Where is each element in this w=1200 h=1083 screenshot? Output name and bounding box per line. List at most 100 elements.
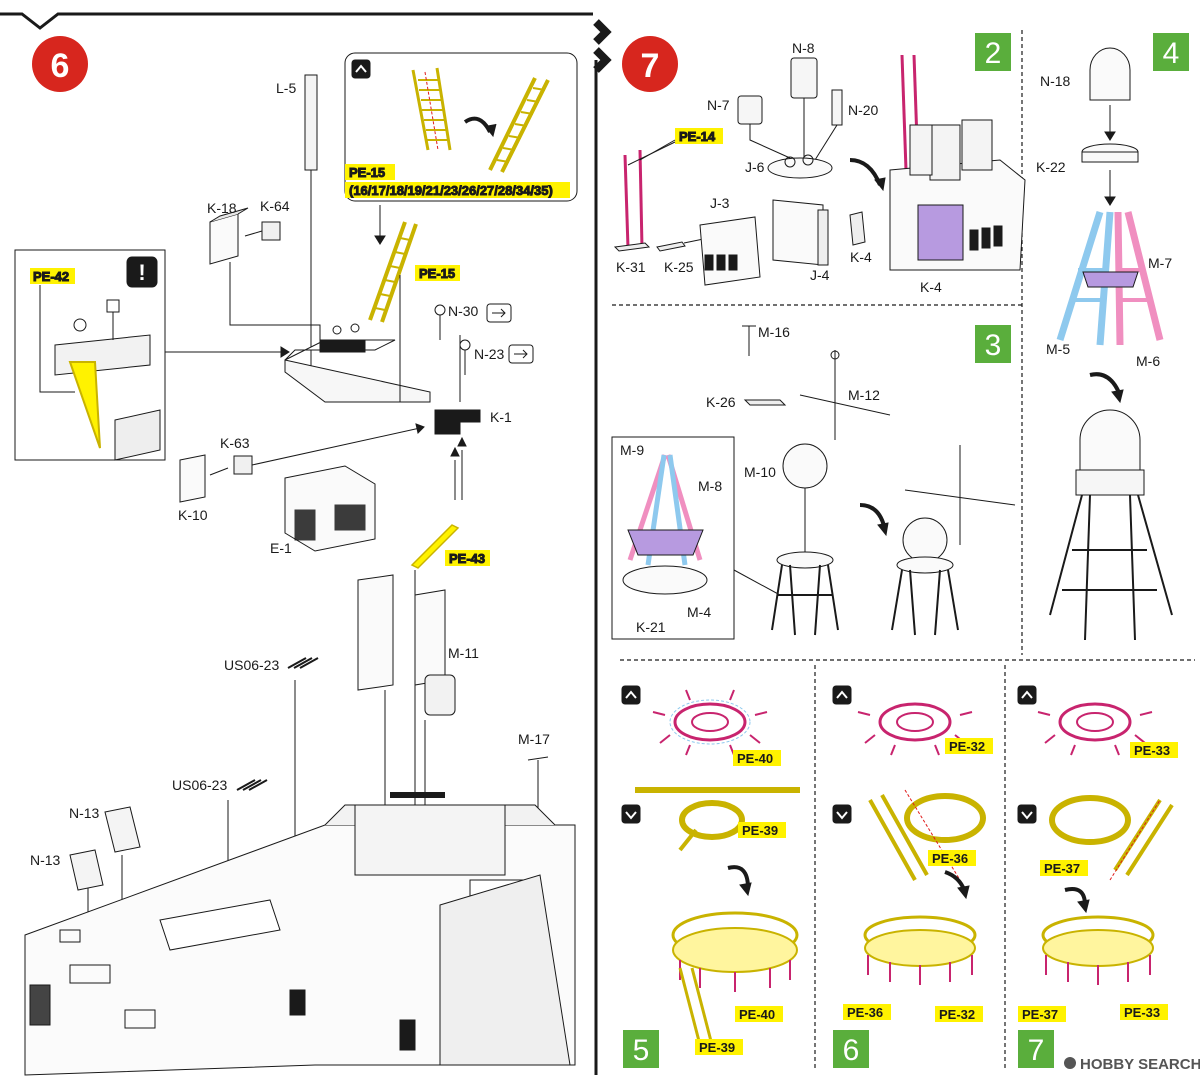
rotate-icon-n23 bbox=[508, 344, 534, 364]
svg-text:M-8: M-8 bbox=[698, 478, 722, 494]
substep-5-badge: 5 bbox=[623, 1030, 659, 1068]
svg-text:J-6: J-6 bbox=[745, 159, 765, 175]
substep-4-labels: N-18 K-22 M-7 M-5 M-6 bbox=[1036, 73, 1172, 369]
part-k22 bbox=[1081, 143, 1139, 163]
svg-text:J-3: J-3 bbox=[710, 195, 730, 211]
part-j3 bbox=[699, 216, 761, 286]
label-m11: M-11 bbox=[448, 645, 479, 661]
part-j4 bbox=[772, 199, 829, 266]
svg-text:PE-15: PE-15 bbox=[349, 165, 385, 180]
step-7-badge: 7 bbox=[622, 36, 678, 92]
substep-4-badge: 4 bbox=[1153, 33, 1189, 71]
svg-text:PE-36: PE-36 bbox=[847, 1005, 883, 1020]
svg-text:HOBBY SEARCH: HOBBY SEARCH bbox=[1080, 1056, 1200, 1073]
step-6-badge: 6 bbox=[32, 36, 88, 92]
substep-5-labels: PE-40 PE-39 PE-40 PE-39 bbox=[699, 750, 786, 1055]
substep-2-drawing: PE-14 bbox=[613, 54, 1026, 286]
part-n30 bbox=[434, 304, 446, 340]
svg-text:7: 7 bbox=[641, 47, 660, 85]
svg-text:PE-40: PE-40 bbox=[737, 751, 773, 766]
svg-text:PE-40: PE-40 bbox=[739, 1007, 775, 1022]
svg-text:M-12: M-12 bbox=[848, 387, 880, 403]
part-k26 bbox=[743, 399, 787, 406]
svg-text:M-7: M-7 bbox=[1148, 255, 1172, 271]
svg-text:J-4: J-4 bbox=[810, 267, 830, 283]
substep-3-labels: M-16 K-26 M-12 M-9 M-8 M-10 M-4 K-21 bbox=[620, 324, 880, 635]
substep-7-drawing bbox=[1017, 685, 1174, 985]
svg-text:PE-37: PE-37 bbox=[1022, 1007, 1058, 1022]
svg-text:PE-15: PE-15 bbox=[419, 266, 455, 281]
svg-text:PE-32: PE-32 bbox=[939, 1007, 975, 1022]
part-hull bbox=[24, 792, 576, 1076]
part-n20 bbox=[814, 89, 843, 161]
part-m10 bbox=[782, 443, 828, 555]
part-k10 bbox=[179, 454, 206, 503]
svg-text:(16/17/18/19/21/23/26/27/28/34: (16/17/18/19/21/23/26/27/28/34/35) bbox=[349, 183, 553, 198]
part-mast-assembled bbox=[1049, 409, 1173, 641]
svg-text:K-26: K-26 bbox=[706, 394, 736, 410]
part-n8 bbox=[790, 57, 818, 160]
step-6-drawing: PE-15 (16/17/18/19/21/23/26/27/28/34/35)… bbox=[14, 52, 578, 1076]
substep-7-labels: PE-33 PE-37 PE-37 PE-33 bbox=[1018, 742, 1178, 1022]
svg-text:PE-33: PE-33 bbox=[1134, 743, 1170, 758]
part-pe36-flat bbox=[868, 789, 986, 881]
part-k63 bbox=[233, 455, 253, 475]
label-k64: K-64 bbox=[260, 198, 290, 214]
svg-text:PE-43: PE-43 bbox=[449, 551, 485, 566]
svg-text:PE-14: PE-14 bbox=[679, 129, 716, 144]
svg-text:N-7: N-7 bbox=[707, 97, 730, 113]
svg-text:N-20: N-20 bbox=[848, 102, 879, 118]
part-k1-deck bbox=[284, 275, 481, 435]
pe15-callout-box: PE-15 (16/17/18/19/21/23/26/27/28/34/35) bbox=[344, 52, 578, 202]
svg-text:2: 2 bbox=[985, 37, 1002, 70]
pe42-callout-box: ! PE-42 bbox=[14, 249, 290, 461]
label-n13-a: N-13 bbox=[69, 805, 100, 821]
svg-text:K-22: K-22 bbox=[1036, 159, 1066, 175]
step-6-labels: L-5 K-18 K-64 N-30 N-23 K-1 K-63 K-10 E-… bbox=[30, 80, 550, 868]
label-e1: E-1 bbox=[270, 540, 292, 556]
part-l5-mast bbox=[304, 74, 318, 390]
rotate-icon-n30 bbox=[486, 303, 512, 323]
part-m4-tower bbox=[771, 551, 839, 636]
label-l5: L-5 bbox=[276, 80, 296, 96]
part-pe37-flat bbox=[1049, 795, 1174, 881]
label-k18: K-18 bbox=[207, 200, 237, 216]
svg-text:5: 5 bbox=[633, 1034, 650, 1067]
part-k64 bbox=[244, 221, 281, 241]
svg-text:PE-36: PE-36 bbox=[932, 851, 968, 866]
part-pe15-ladder: PE-15 bbox=[368, 221, 460, 323]
substep-2-labels: N-8 N-7 N-20 J-6 J-3 K-31 K-25 J-4 K-4 K… bbox=[616, 40, 942, 295]
svg-text:6: 6 bbox=[51, 47, 70, 85]
substep-6-labels: PE-32 PE-36 PE-36 PE-32 bbox=[843, 738, 993, 1022]
part-k4-small bbox=[849, 211, 866, 246]
m9-callout-box bbox=[611, 436, 781, 640]
panel-dividers bbox=[0, 12, 1195, 1075]
part-pe14: PE-14 bbox=[623, 128, 723, 249]
svg-text:PE-32: PE-32 bbox=[949, 739, 985, 754]
svg-text:PE-42: PE-42 bbox=[33, 269, 69, 284]
part-n18 bbox=[1089, 47, 1131, 101]
svg-text:PE-33: PE-33 bbox=[1124, 1005, 1160, 1020]
svg-text:M-10: M-10 bbox=[744, 464, 776, 480]
part-m12 bbox=[799, 350, 891, 440]
substep-2-badge: 2 bbox=[975, 33, 1011, 71]
svg-text:M-5: M-5 bbox=[1046, 341, 1070, 357]
substep-3-badge: 3 bbox=[975, 325, 1011, 363]
label-us0623-b: US06-23 bbox=[172, 777, 227, 793]
part-m16 bbox=[742, 325, 756, 356]
svg-text:K-21: K-21 bbox=[636, 619, 666, 635]
label-n23: N-23 bbox=[474, 346, 505, 362]
label-k63: K-63 bbox=[220, 435, 250, 451]
svg-text:PE-39: PE-39 bbox=[699, 1040, 735, 1055]
part-k31 bbox=[613, 242, 651, 252]
label-k1: K-1 bbox=[490, 409, 512, 425]
watermark: HOBBY SEARCH bbox=[1064, 1056, 1200, 1073]
part-j6 bbox=[767, 154, 833, 179]
svg-text:N-8: N-8 bbox=[792, 40, 815, 56]
svg-text:!: ! bbox=[138, 260, 145, 285]
part-radar-assembled bbox=[891, 445, 1016, 636]
svg-text:PE-39: PE-39 bbox=[742, 823, 778, 838]
part-pe32-flat bbox=[857, 702, 973, 756]
part-pe32-assembled bbox=[863, 915, 977, 985]
